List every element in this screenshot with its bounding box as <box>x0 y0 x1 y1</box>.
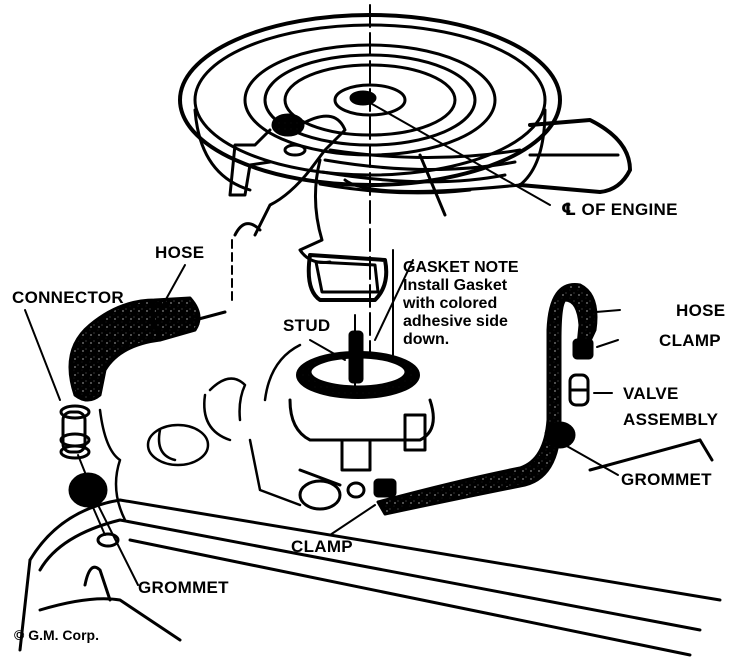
air-cleaner-neck <box>298 153 447 302</box>
right-clamp <box>572 338 594 360</box>
left-hose <box>68 296 227 402</box>
gasket-note-line: adhesive side <box>403 313 508 330</box>
centerline-leader <box>364 99 551 206</box>
gasket-note-title: GASKET NOTE <box>403 259 519 276</box>
gasket-note-line: Install Gasket <box>403 277 508 294</box>
valve-cover <box>18 438 722 657</box>
breather-assembly <box>228 113 347 237</box>
gasket-note-line: with colored <box>403 295 498 312</box>
bottom-clamp <box>373 478 397 498</box>
hose-right-label: HOSE <box>676 301 726 320</box>
valve-assembly-label: VALVE <box>623 384 679 403</box>
gasket-note-line: down. <box>403 331 450 348</box>
centerline-label: ℄ OF ENGINE <box>561 200 678 219</box>
grommet-bottom-label: GROMMET <box>138 578 229 597</box>
stud-label: STUD <box>283 316 331 335</box>
connector-label: CONNECTOR <box>12 288 124 307</box>
connector <box>59 404 91 481</box>
hose-left-label: HOSE <box>155 243 205 262</box>
engine-block <box>98 343 302 522</box>
carburetor <box>288 314 435 511</box>
clamp-bottom-label: CLAMP <box>291 537 353 556</box>
grommet-right-label: GROMMET <box>621 470 712 489</box>
clamp-right-label: CLAMP <box>659 331 721 350</box>
valve-assembly-label-2: ASSEMBLY <box>623 410 719 429</box>
leader-lines <box>24 259 621 586</box>
gasket-note: GASKET NOTE Install Gasket with colored … <box>403 259 519 349</box>
left-grommet <box>68 472 120 548</box>
copyright: © G.M. Corp. <box>14 627 99 643</box>
air-cleaner <box>178 13 632 195</box>
valve-assembly <box>544 373 590 449</box>
